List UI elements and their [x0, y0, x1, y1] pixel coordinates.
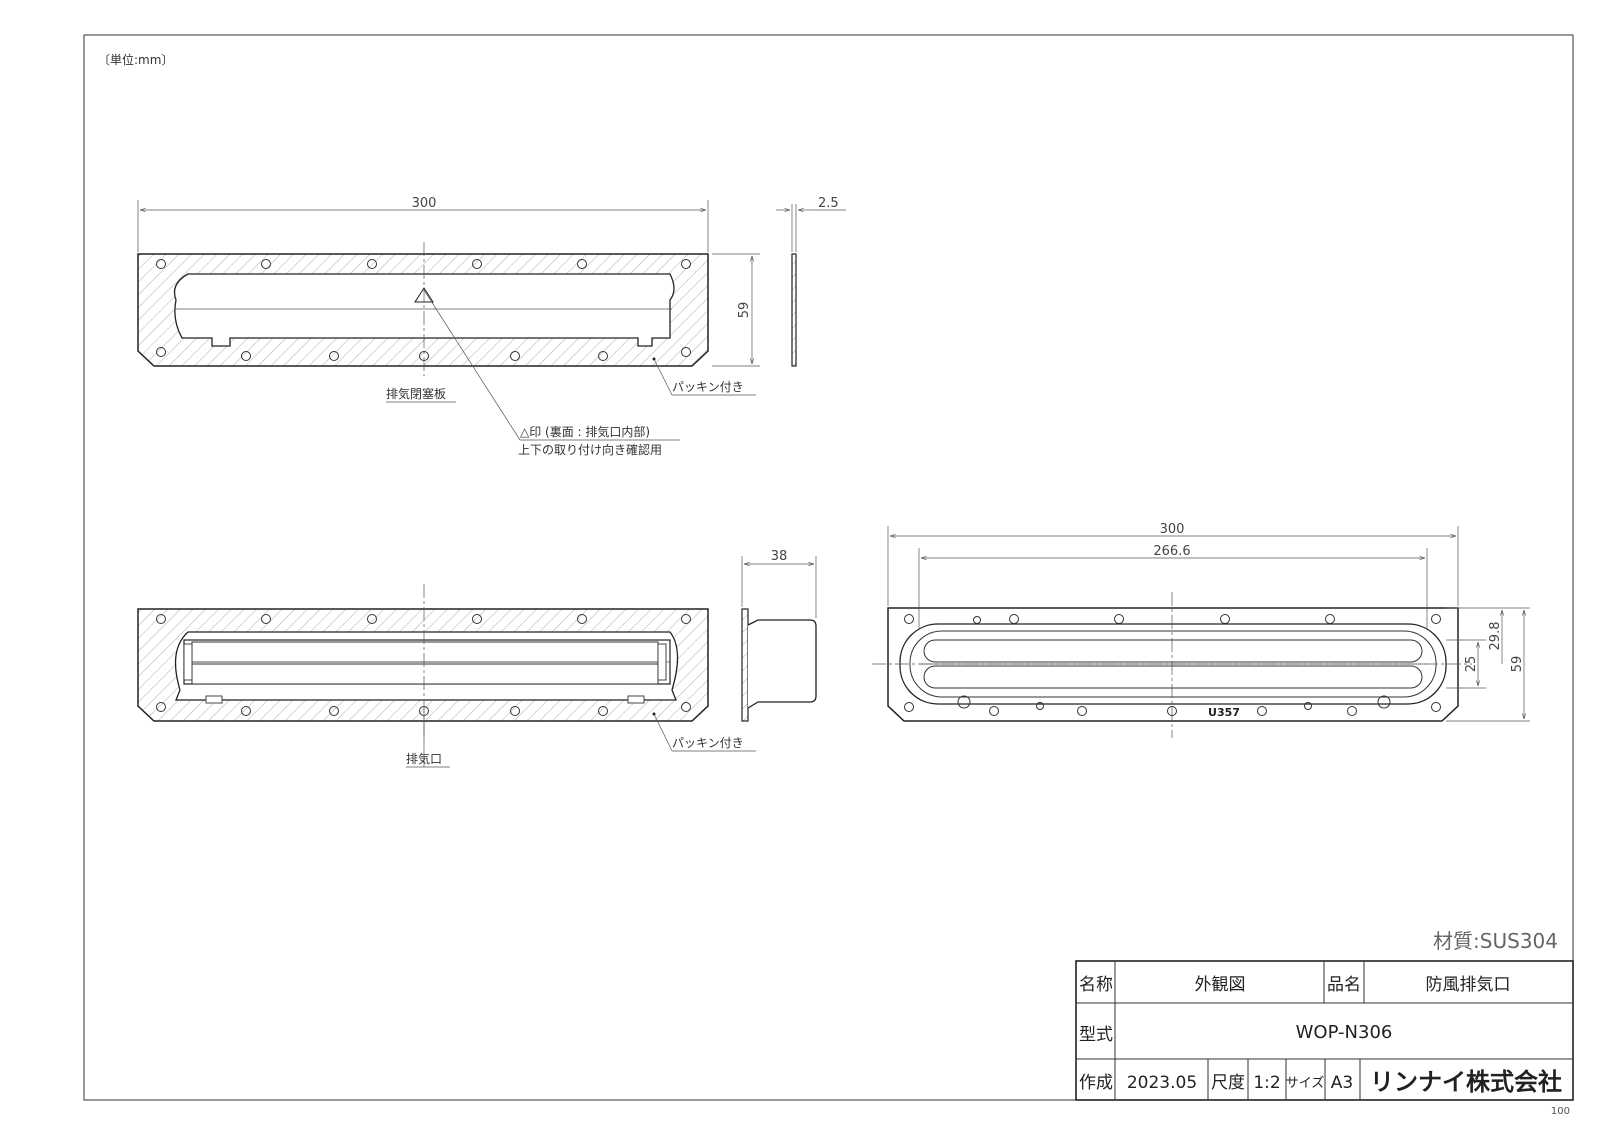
tb-name-label: 名称 — [1079, 975, 1113, 995]
front-label-packing: パッキン付き — [672, 380, 744, 394]
back-stamp: U357 — [1208, 706, 1240, 719]
tb-scale-value: 1:2 — [1253, 1073, 1280, 1093]
page-number: 100 — [1551, 1106, 1570, 1117]
unit-note: 〔単位:mm〕 — [98, 52, 173, 67]
tb-size-value: A3 — [1331, 1073, 1353, 1093]
back-dim-29-8: 29.8 — [1488, 622, 1503, 651]
label-blocking-plate: 排気閉塞板 — [386, 386, 446, 401]
rear-label-packing: パッキン付き — [672, 736, 744, 750]
front-side-profile — [791, 253, 797, 367]
back-view: U357 300 266.6 59 29.8 25 — [872, 522, 1530, 738]
tb-product-value: 防風排気口 — [1426, 975, 1511, 995]
back-screw-holes — [904, 614, 1441, 716]
rear-dim-depth: 38 — [771, 549, 788, 564]
tb-size-label: サイズ — [1286, 1075, 1325, 1091]
tb-created-value: 2023.05 — [1127, 1073, 1197, 1093]
front-opening — [173, 273, 675, 347]
front-dim-width: 300 — [412, 196, 437, 211]
tb-model-label: 型式 — [1079, 1025, 1113, 1045]
back-dim-inner-width: 266.6 — [1153, 544, 1190, 559]
front-view: 300 59 2.5 △印 (裏面 : 排気口内部) 上下の取り付け向き確認用 … — [137, 196, 846, 457]
material-note: 材質:SUS304 — [1433, 929, 1558, 953]
label-triangle-line2: 上下の取り付け向き確認用 — [518, 442, 662, 457]
rear-spigot — [747, 619, 817, 709]
back-dim-59: 59 — [1510, 656, 1525, 673]
front-screw-holes — [156, 259, 691, 361]
back-dim-width: 300 — [1160, 522, 1185, 537]
tb-scale-label: 尺度 — [1211, 1073, 1245, 1093]
tb-created-label: 作成 — [1079, 1073, 1113, 1093]
title-block: 名称 外観図 品名 防風排気口 型式 WOP-N306 作成 2023.05 尺… — [1075, 960, 1574, 1101]
rear-side-plate — [741, 608, 749, 722]
label-triangle-line1: △印 (裏面 : 排気口内部) — [520, 424, 650, 439]
rear-label-exhaust: 排気口 — [406, 751, 442, 766]
tb-product-label: 品名 — [1327, 975, 1361, 995]
tb-model-value: WOP-N306 — [1296, 1022, 1393, 1043]
sheet-border — [83, 34, 1574, 1101]
front-dim-height: 59 — [737, 302, 752, 319]
rear-view: 排気口 パッキン付き 38 — [137, 549, 817, 768]
front-dim-thickness: 2.5 — [818, 196, 839, 211]
tb-company: リンナイ株式会社 — [1370, 1068, 1562, 1096]
triangle-mark — [414, 287, 434, 303]
tb-name-value: 外観図 — [1195, 975, 1246, 995]
back-dim-25: 25 — [1464, 656, 1479, 673]
